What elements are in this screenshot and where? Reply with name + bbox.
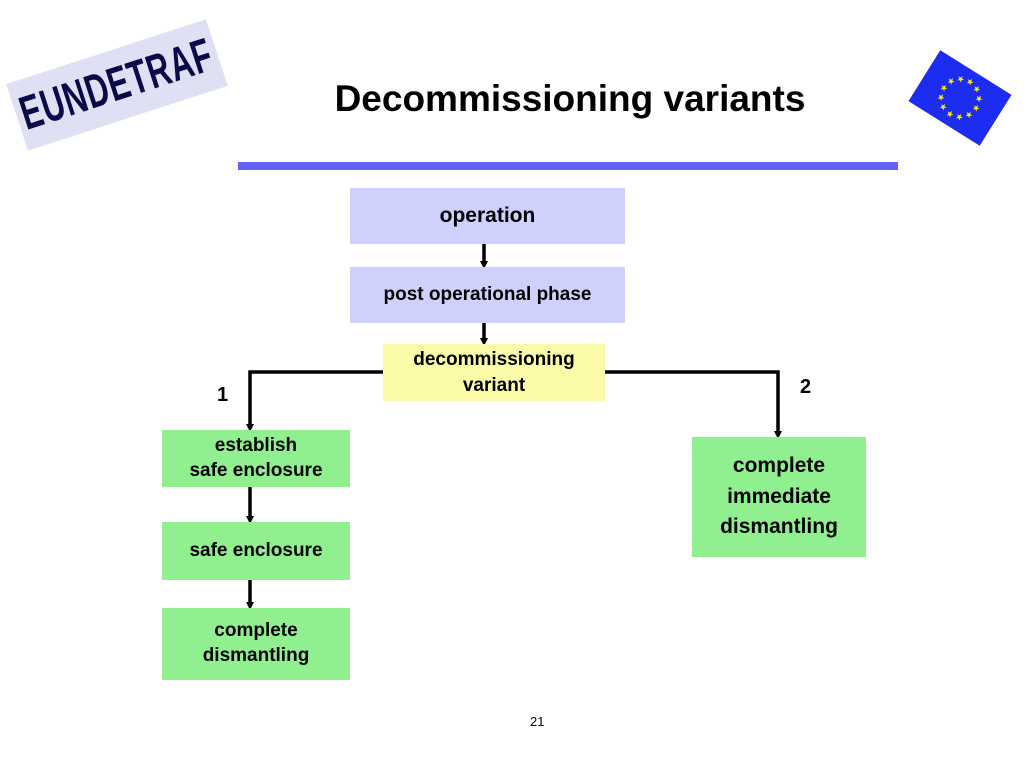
flag-star xyxy=(939,103,947,111)
eu-flag-icon xyxy=(905,48,1015,148)
node-decommissioning-variant: decommissioning variant xyxy=(383,344,605,401)
flag-star xyxy=(972,105,980,112)
node-operation: operation xyxy=(350,188,625,244)
branch-label-2: 2 xyxy=(800,376,812,398)
flag-star xyxy=(937,94,945,101)
node-complete-immediate-dismantling: complete immediate dismantling xyxy=(692,437,866,557)
logo-text: EUNDETRAF xyxy=(13,28,220,141)
flag-star xyxy=(973,86,981,93)
page-title: Decommissioning variants xyxy=(334,78,806,119)
flag-star xyxy=(946,111,954,118)
flag-star xyxy=(975,95,983,103)
flag-star xyxy=(957,75,965,83)
node-post-operational-phase: post operational phase xyxy=(350,267,625,323)
page-number: 21 xyxy=(530,714,545,729)
flag-star xyxy=(955,113,963,121)
branch-label-1: 1 xyxy=(217,384,229,406)
branch-line-left xyxy=(246,370,383,432)
node-complete-dismantling: complete dismantling xyxy=(162,608,350,680)
flag-star xyxy=(965,111,973,119)
node-safe-enclosure: safe enclosure xyxy=(162,522,350,580)
flag-star xyxy=(966,78,974,86)
branch-line-right xyxy=(605,370,782,439)
eundetraf-logo: EUNDETRAF xyxy=(6,19,228,151)
node-establish-safe-enclosure: establish safe enclosure xyxy=(162,430,350,487)
title-underline xyxy=(238,162,898,170)
flag-star xyxy=(940,84,948,92)
flag-star xyxy=(947,78,955,85)
